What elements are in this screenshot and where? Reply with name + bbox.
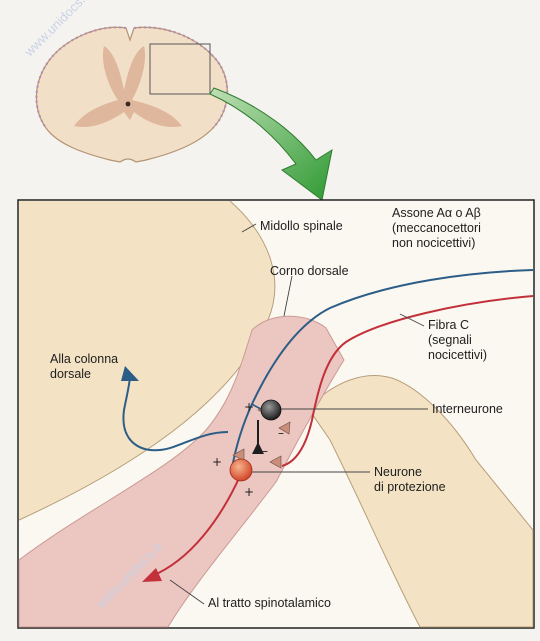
label-c-fiber-line: nocicettivi)	[428, 348, 487, 363]
label-a-fiber-line: (meccanocettori	[392, 221, 481, 236]
sign-interneuron-input: +	[244, 400, 254, 414]
label-projection-neuron-line: di protezione	[374, 480, 446, 495]
label-dorsal-column-line: dorsale	[50, 367, 118, 382]
label-a-fiber-line: Assone Aα o Aβ	[392, 206, 481, 221]
projection-neuron-cell-body	[230, 459, 252, 481]
sign-c-fiber-input: +	[244, 485, 254, 499]
zoom-arrow	[210, 88, 332, 200]
sign-inhibition: –	[262, 444, 268, 458]
label-dorsal-horn: Corno dorsale	[270, 264, 349, 279]
label-interneuron: Interneurone	[432, 402, 503, 417]
sign-interneuron-output: –	[278, 426, 284, 440]
label-a-fiber-line: non nocicettivi)	[392, 236, 481, 251]
label-projection-neuron: Neurone di protezione	[374, 465, 446, 495]
label-dorsal-column: Alla colonna dorsale	[50, 352, 118, 382]
label-c-fiber-line: Fibra C	[428, 318, 487, 333]
label-projection-neuron-line: Neurone	[374, 465, 446, 480]
interneuron-cell-body	[261, 400, 281, 420]
sign-a-fiber-input: +	[212, 455, 222, 469]
label-dorsal-column-line: Alla colonna	[50, 352, 118, 367]
label-spinal-cord: Midollo spinale	[260, 219, 343, 234]
spinal-cord-cross-section	[36, 27, 227, 162]
label-c-fiber: Fibra C (segnali nocicettivi)	[428, 318, 487, 363]
label-spinothalamic: Al tratto spinotalamico	[208, 596, 331, 611]
label-c-fiber-line: (segnali	[428, 333, 487, 348]
label-a-fiber: Assone Aα o Aβ (meccanocettori non nocic…	[392, 206, 481, 251]
